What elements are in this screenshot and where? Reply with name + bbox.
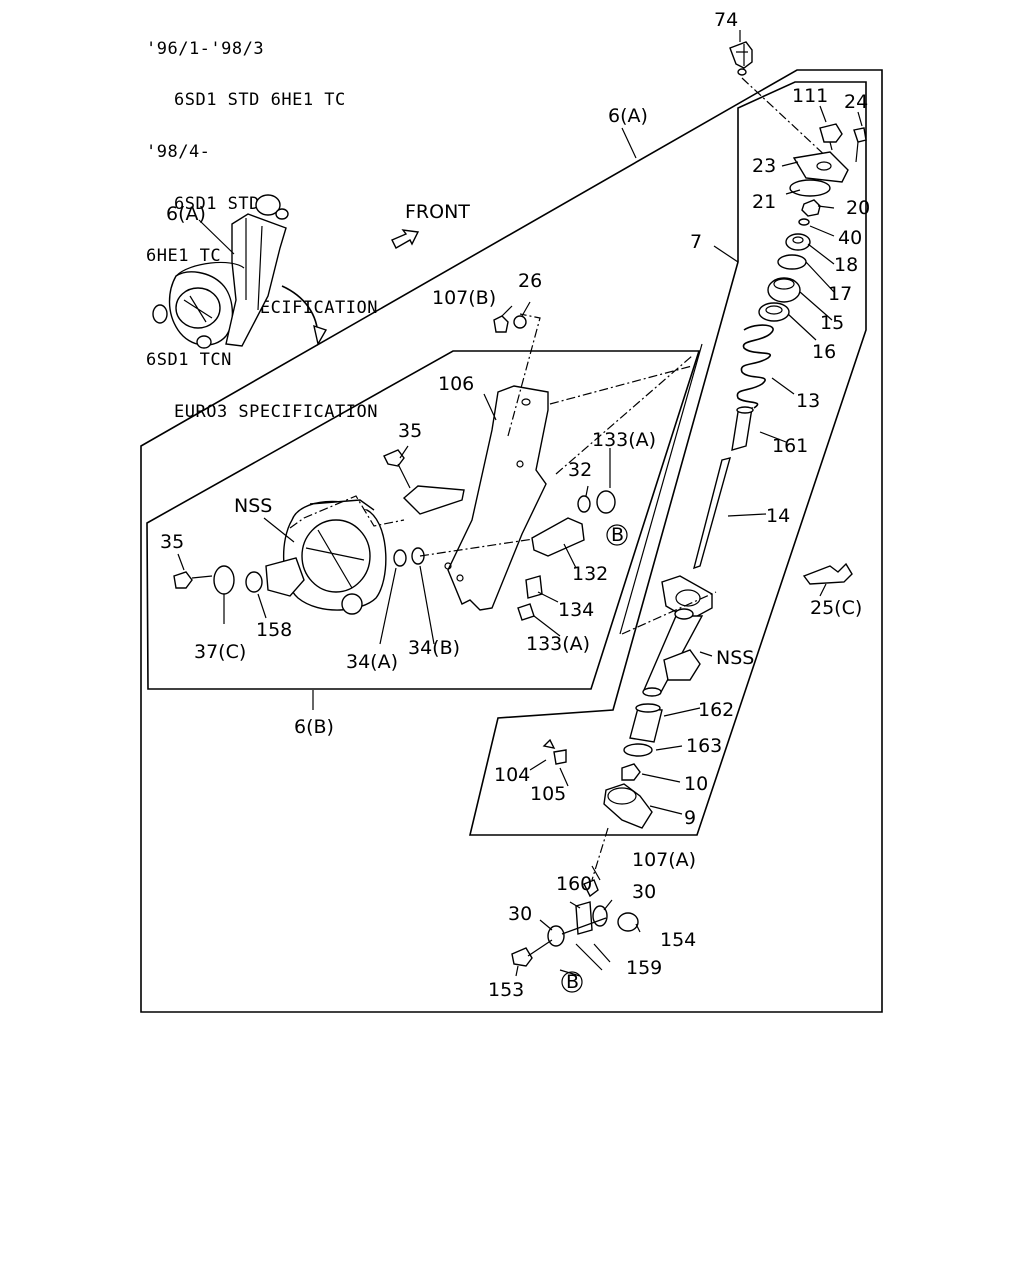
frame-6b	[146, 350, 701, 690]
valve-cap-assembly	[729, 41, 867, 322]
header-line-1: '96/1-'98/3	[146, 38, 265, 59]
callout-40: 40	[838, 227, 862, 249]
callout-133a-top: 133(A)	[592, 429, 656, 451]
callout-24: 24	[844, 91, 868, 113]
rod-14	[692, 457, 731, 570]
callout-6b: 6(B)	[294, 716, 334, 738]
header-line-3: '98/4-	[146, 142, 211, 163]
callout-159: 159	[626, 957, 662, 979]
callout-30-right: 30	[632, 881, 656, 903]
throttle-body	[265, 499, 387, 615]
overview-sketch	[152, 194, 328, 349]
callout-37c: 37(C)	[194, 641, 246, 663]
callout-16: 16	[812, 341, 836, 363]
callout-160: 160	[556, 873, 592, 895]
callout-35-left: 35	[160, 531, 184, 553]
callout-104: 104	[494, 764, 530, 786]
callout-106: 106	[438, 373, 474, 395]
callout-162: 162	[698, 699, 734, 721]
callout-23: 23	[752, 155, 776, 177]
callout-133a-bot: 133(A)	[526, 633, 590, 655]
sleeve-161	[731, 407, 753, 451]
callout-32: 32	[568, 459, 592, 481]
callout-9: 9	[684, 807, 696, 829]
callout-163: 163	[686, 735, 722, 757]
bushing-162	[629, 707, 663, 743]
callout-6a-top: 6(A)	[608, 105, 648, 127]
callout-107a: 107(A)	[632, 849, 696, 871]
callout-10: 10	[684, 773, 708, 795]
callout-7: 7	[690, 231, 702, 253]
callout-14: 14	[766, 505, 790, 527]
callout-134: 134	[558, 599, 594, 621]
frame-pipe	[468, 81, 867, 836]
callout-132: 132	[572, 563, 608, 585]
callout-nss-left: NSS	[234, 495, 272, 517]
callout-20: 20	[846, 197, 870, 219]
callout-153: 153	[488, 979, 524, 1001]
front-arrow-icon	[391, 229, 420, 249]
callout-35-top: 35	[398, 420, 422, 442]
header-line-5: 6HE1 TC	[146, 246, 222, 267]
callout-107b: 107(B)	[432, 287, 496, 309]
outer-frame-6a	[140, 69, 883, 1013]
callout-158: 158	[256, 619, 292, 641]
nut-10	[621, 763, 641, 781]
lower-linkage	[511, 879, 639, 967]
callout-b-mid: B	[611, 524, 624, 546]
bracket-106	[402, 385, 549, 611]
callout-74: 74	[714, 9, 738, 31]
clamp-9	[603, 783, 653, 829]
callout-nss-right: NSS	[716, 647, 754, 669]
callout-25c: 25(C)	[810, 597, 862, 619]
header-line-7: 6SD1 TCN	[146, 349, 232, 370]
header-line-2: 6SD1 STD 6HE1 TC	[174, 90, 346, 111]
callout-18: 18	[834, 254, 858, 276]
callout-15: 15	[820, 312, 844, 334]
callout-34a: 34(A)	[346, 651, 398, 673]
callout-34b: 34(B)	[408, 637, 460, 659]
cylinder-body	[642, 575, 713, 697]
callout-13: 13	[796, 390, 820, 412]
front-label: FRONT	[405, 201, 470, 223]
callout-105: 105	[530, 783, 566, 805]
callout-154: 154	[660, 929, 696, 951]
callout-161: 161	[772, 435, 808, 457]
callout-6a-left: 6(A)	[166, 203, 206, 225]
callout-26: 26	[518, 270, 542, 292]
bolt-25c	[802, 562, 853, 585]
callout-b-bot: B	[566, 971, 579, 993]
callout-30-left: 30	[508, 903, 532, 925]
spring-13	[736, 324, 774, 409]
header-line-4: 6SD1 STD	[174, 194, 260, 215]
callout-21: 21	[752, 191, 776, 213]
link-lines-upper	[507, 313, 693, 475]
callout-111: 111	[792, 85, 828, 107]
callout-17: 17	[828, 283, 852, 305]
